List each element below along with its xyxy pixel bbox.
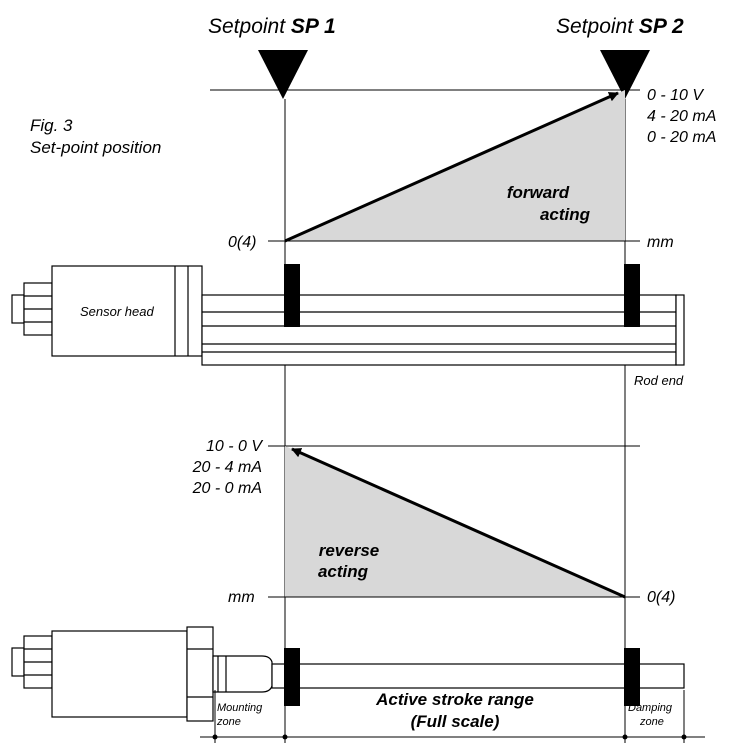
sensor-2-magnet-sp1 [284,648,300,706]
setpoint-sp2-label: Setpoint SP 2 [556,15,684,38]
forward-mode-label-1: forward [507,183,570,202]
sensor-1-rod-end [675,294,685,366]
reverse-output-2: 20 - 4 mA [192,459,262,476]
sensor-2-head [51,630,188,718]
setpoint-sp1-label: Setpoint SP 1 [208,15,336,38]
sensor-2-rod [271,663,685,689]
reverse-axis-label: mm [228,589,255,606]
damping-zone-label-1: Damping [628,702,673,714]
setpoint-sp1-marker-icon [258,50,308,99]
reverse-output-1: 10 - 0 V [206,438,263,455]
forward-zero-label: 0(4) [228,234,256,251]
figure-number: Fig. 3 [30,116,73,135]
damping-zone-label-2: zone [639,716,664,728]
forward-output-ramp [284,91,619,243]
rod-end-label: Rod end [634,373,684,388]
setpoint-sp2-marker-icon [600,50,650,99]
sensor-2-thread [212,655,273,693]
reverse-output-ramp [291,447,626,599]
dim-dot-2 [282,734,288,740]
reverse-zero-label: 0(4) [647,589,675,606]
sensor-2-connector [11,647,25,677]
sensor-2-flange [186,626,214,722]
mounting-zone-label-1: Mounting [217,702,263,714]
dim-dot-1 [212,734,218,740]
sensor-1-magnet-sp2 [624,264,640,327]
sensor-1-magnet-sp1 [284,264,300,327]
figure-caption: Set-point position [30,138,161,157]
dim-dot-3 [622,734,628,740]
active-stroke-label-2: (Full scale) [411,712,500,731]
sensor-1-connector [11,294,25,324]
forward-output-1: 0 - 10 V [647,87,704,104]
reverse-output-3: 20 - 0 mA [192,480,262,497]
forward-output-3: 0 - 20 mA [647,129,716,146]
sensor-1-profile [201,294,677,366]
mounting-zone-label-2: zone [216,716,241,728]
forward-axis-label: mm [647,234,674,251]
sensor-1 [11,265,685,366]
forward-output-2: 4 - 20 mA [647,108,716,125]
sensor-2 [11,626,685,722]
sensor-2-magnet-sp2 [624,648,640,706]
reverse-mode-label-2: acting [318,562,369,581]
forward-mode-label-2: acting [540,205,591,224]
sensor-1-head [51,265,203,357]
dim-dot-4 [681,734,687,740]
active-stroke-label-1: Active stroke range [375,690,534,709]
reverse-mode-label-1: reverse [319,541,380,560]
sensor-head-label: Sensor head [80,304,154,319]
